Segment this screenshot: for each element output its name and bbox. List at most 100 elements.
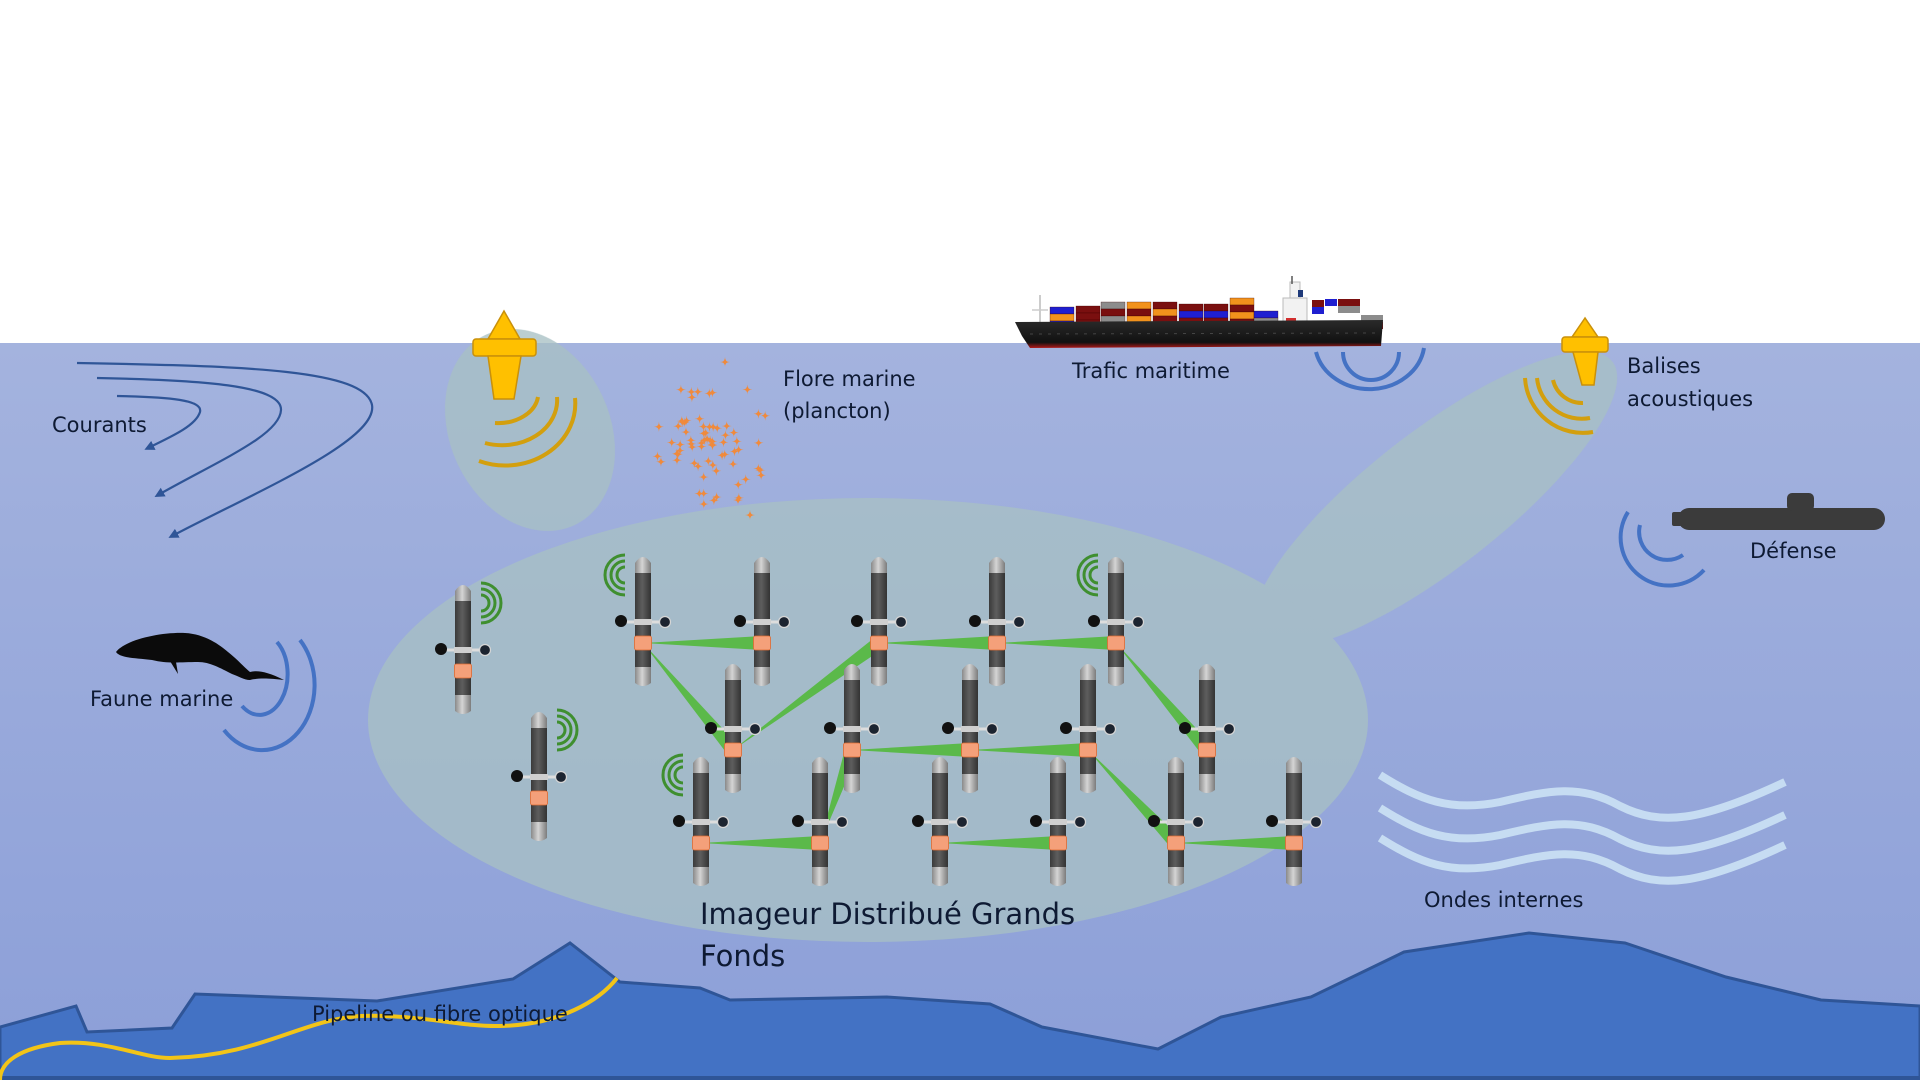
plankton-particle — [655, 456, 666, 467]
sensor-band — [454, 663, 472, 679]
plankton-particle — [653, 421, 664, 432]
plankton-particle — [745, 510, 755, 520]
plankton-particle — [711, 465, 722, 476]
current-arrow-outer — [76, 361, 374, 538]
sensor-node — [1030, 757, 1087, 886]
sensor-band — [1198, 742, 1216, 758]
buoy-right-crossbar — [1561, 336, 1609, 353]
plankton-particle — [753, 437, 764, 448]
hydrophone-left — [1030, 815, 1042, 827]
label-faune-marine: Faune marine — [90, 687, 234, 711]
link-A3-A4 — [879, 636, 997, 650]
plankton-particle — [731, 436, 742, 447]
plankton-particle — [705, 435, 716, 446]
hydrophone-right — [1012, 615, 1026, 629]
plankton-cluster — [652, 357, 771, 520]
hydrophone-right — [985, 722, 999, 736]
sensor-band — [1049, 835, 1067, 851]
hydrophone-right — [955, 815, 969, 829]
submarine-sonar-icon — [1618, 510, 1706, 588]
plankton-particle — [760, 410, 771, 421]
plankton-particle — [711, 492, 722, 503]
hydrophone-right — [658, 615, 672, 629]
plankton-particle — [673, 421, 684, 432]
wireless-signal-icon — [603, 553, 626, 597]
sensor-band — [1167, 835, 1185, 851]
current-arrow-middle — [96, 376, 283, 497]
hydrophone-left — [824, 722, 836, 734]
hydrophone-right — [894, 615, 908, 629]
plankton-particle — [708, 495, 719, 506]
plankton-particle — [675, 384, 686, 395]
plankton-particle — [689, 458, 700, 469]
sensor-node — [1076, 553, 1145, 686]
label-courants: Courants — [52, 413, 147, 437]
wireless-signal-icon — [480, 581, 503, 625]
submarine-sail — [1787, 493, 1814, 511]
plankton-particle — [680, 426, 691, 437]
sensor-node — [969, 557, 1026, 686]
plankton-particle — [698, 471, 709, 482]
label-pipeline: Pipeline ou fibre optique — [312, 1002, 568, 1026]
hydrophone-left — [1088, 615, 1100, 627]
zone-imageur — [368, 498, 1368, 942]
seabed — [0, 931, 1920, 1080]
plankton-particle — [753, 463, 764, 474]
plankton-particle — [681, 415, 692, 426]
link-B2-B3 — [852, 743, 970, 757]
hydrophone-left — [705, 722, 717, 734]
link-A4-A5 — [997, 636, 1116, 650]
sensor-band — [692, 835, 710, 851]
buoy-right — [1523, 316, 1609, 435]
label-plancton: (plancton) — [783, 399, 891, 423]
sensor-node — [942, 664, 999, 793]
plankton-particle — [676, 415, 687, 426]
sensor-node — [435, 581, 503, 714]
ship-hull — [1015, 320, 1383, 348]
plankton-particle — [740, 474, 751, 485]
hydrophone-left — [734, 615, 746, 627]
plankton-particle — [753, 408, 764, 419]
plankton-particle — [708, 421, 719, 432]
buoy-right-body — [1572, 351, 1599, 386]
hydrophone-left — [673, 815, 685, 827]
sensor-node — [1179, 664, 1236, 793]
label-imageur-line1: Imageur Distribué Grands — [700, 897, 1076, 931]
submarine — [1618, 493, 1885, 588]
sensor-band — [1285, 835, 1303, 851]
hydrophone-left — [511, 770, 523, 782]
hydrophone-right — [554, 770, 568, 784]
sensor-band — [530, 790, 548, 806]
plankton-particle — [675, 439, 686, 450]
hydrophone-left — [912, 815, 924, 827]
hydrophone-right — [1309, 815, 1323, 829]
sensor-node — [705, 664, 762, 793]
label-balises: Balises — [1627, 354, 1701, 378]
hydrophone-right — [1103, 722, 1117, 736]
sensor-band — [1079, 742, 1097, 758]
plankton-particle — [733, 479, 744, 490]
plankton-particle — [707, 387, 718, 398]
hydrophone-left — [942, 722, 954, 734]
sensor-node — [661, 753, 730, 886]
plankton-particle — [672, 449, 683, 460]
buoy-left-signal-icon — [478, 396, 578, 468]
hydrophone-left — [435, 643, 447, 655]
hydrophone-right — [478, 643, 492, 657]
wireless-signal-icon — [661, 753, 684, 797]
plankton-particle — [720, 357, 730, 367]
submarine-hull — [1678, 508, 1885, 530]
hydrophone-right — [716, 815, 730, 829]
plankton-particle — [721, 421, 732, 432]
current-arrow-inner — [116, 394, 202, 450]
sensor-band — [811, 835, 829, 851]
zone-buoy-left — [444, 329, 616, 531]
plankton-particle — [687, 441, 698, 452]
seabed-bottom-edge — [0, 1076, 1920, 1080]
sensor-node — [1148, 757, 1205, 886]
plankton-particle — [693, 461, 704, 472]
plankton-particle — [702, 433, 713, 444]
sensor-node — [734, 557, 791, 686]
plankton-particle — [692, 386, 703, 397]
